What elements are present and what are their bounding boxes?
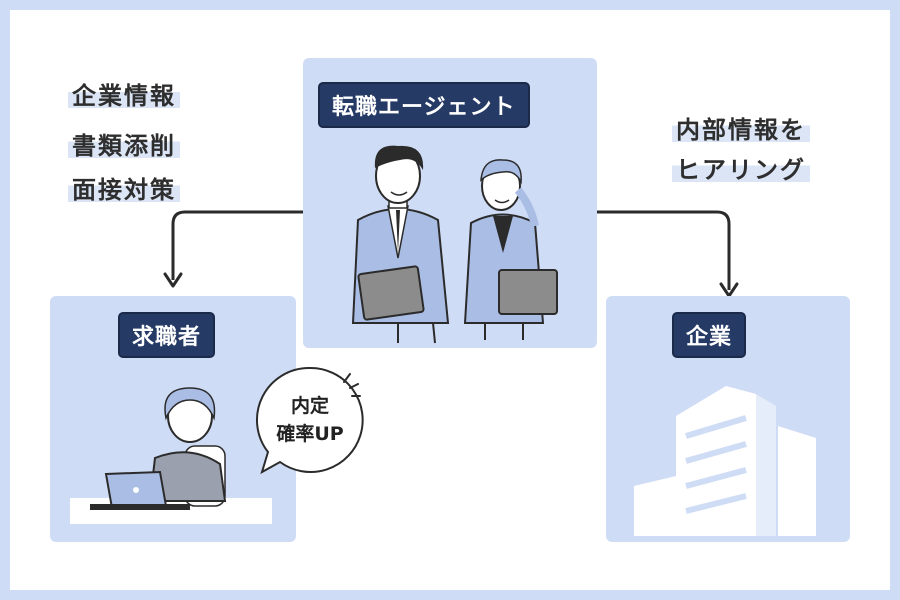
speech-bubble-text: 内定 確率UP: [256, 366, 364, 474]
label-company-info: 企業情報: [68, 76, 180, 111]
label-interview-prep: 面接対策: [68, 170, 180, 205]
agents-illustration: [351, 145, 558, 344]
bubble-line-rate-up: 確率UP: [276, 423, 344, 445]
male-agent-figure: [351, 145, 450, 344]
label-internal-info: 内部情報を: [672, 110, 810, 145]
seeker-panel: [50, 296, 296, 542]
arrow-agent-to-seeker: [171, 210, 303, 280]
diagram-canvas: 企業情報 書類添削 面接対策 内部情報を ヒアリング: [10, 10, 890, 590]
arrow-agent-to-company: [597, 210, 731, 290]
arrowhead-seeker: [163, 272, 183, 288]
bubble-line-offer: 内定: [290, 395, 329, 417]
agent-title-badge: 転職エージェント: [318, 82, 530, 128]
seeker-illustration: [70, 387, 272, 524]
connector-arrows: [163, 210, 739, 298]
label-document-review: 書類添削: [68, 126, 180, 161]
label-hearing: ヒアリング: [672, 150, 810, 185]
speech-bubble: 内定 確率UP: [255, 366, 364, 475]
female-agent-figure: [463, 159, 558, 340]
company-title-badge: 企業: [672, 312, 747, 358]
speech-bubble-shape: [255, 366, 364, 475]
seeker-title-badge: 求職者: [118, 312, 216, 358]
building-illustration: [634, 386, 816, 536]
